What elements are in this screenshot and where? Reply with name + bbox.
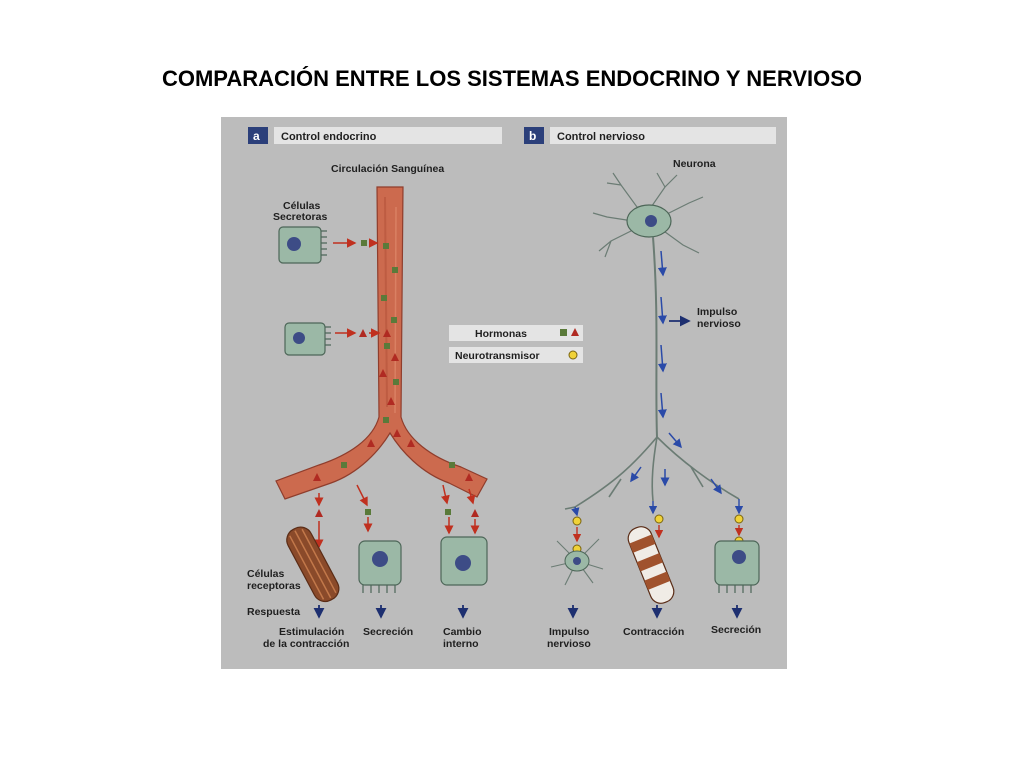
response-b3-line1: Secreción [711, 624, 761, 636]
axon-terminals [564, 436, 740, 510]
secretory-cell-2 [284, 322, 331, 356]
blood-circulation-label: Circulación Sanguínea [331, 163, 444, 175]
receptor-cells-label-2: receptoras [247, 580, 301, 592]
response-b1-line2: nervioso [547, 638, 591, 650]
panel-a-header-text: Control endocrino [281, 131, 377, 143]
secretory-receptor-cell [358, 540, 402, 593]
slide-title: COMPARACIÓN ENTRE LOS SISTEMAS ENDOCRINO… [161, 66, 862, 91]
delivery-arrows [314, 484, 480, 549]
neuron-nucleus [645, 215, 657, 227]
legend-hormones: Hormonas [475, 328, 527, 340]
response-a3-line1: Cambio [443, 626, 482, 638]
legend: Hormonas Neurotransmisor [449, 325, 583, 363]
panel-a-letter: a [253, 129, 260, 143]
response-a1-line1: Estimulación [279, 626, 344, 638]
response-b1-line1: Impulso [549, 626, 589, 638]
hormones-in-blood [313, 243, 473, 481]
internal-change-cell [440, 536, 488, 586]
neurotransmitter-release [571, 499, 744, 554]
panel-b-header-text: Control nervioso [557, 131, 645, 143]
impulse-label-2: nervioso [697, 318, 741, 330]
neuron-label: Neurona [673, 158, 716, 170]
target-secretory-cell [714, 540, 760, 593]
response-a1-line2: de la contracción [263, 638, 349, 650]
impulse-arrows [630, 250, 722, 495]
response-arrows-a [313, 605, 469, 619]
panel-b-header: b Control nervioso [524, 127, 776, 144]
panel-a-header: a Control endocrino [248, 127, 502, 144]
secretory-cell-1 [278, 226, 327, 264]
panel-b-letter: b [529, 129, 536, 143]
response-arrows-b [567, 605, 743, 619]
comparison-figure: a Control endocrino b Control nervioso C… [221, 117, 787, 669]
response-a2-line1: Secreción [363, 626, 413, 638]
impulse-label-1: Impulso [697, 306, 737, 318]
secretory-cells-label-1: Células [283, 200, 321, 212]
secretory-cells-label-2: Secretoras [273, 211, 327, 223]
response-a3-line2: interno [443, 638, 479, 650]
neuron-dendrites [592, 172, 704, 258]
muscle-fiber-receptor [286, 526, 340, 603]
response-b2-line1: Contracción [623, 626, 684, 638]
receptor-cells-label-1: Células [247, 568, 285, 580]
target-muscle-fiber [627, 526, 675, 604]
legend-neurotransmitter: Neurotransmisor [455, 350, 540, 362]
blood-vessel [275, 186, 488, 500]
response-label: Respuesta [247, 606, 300, 618]
axon [652, 236, 658, 438]
target-neuron [550, 538, 604, 586]
